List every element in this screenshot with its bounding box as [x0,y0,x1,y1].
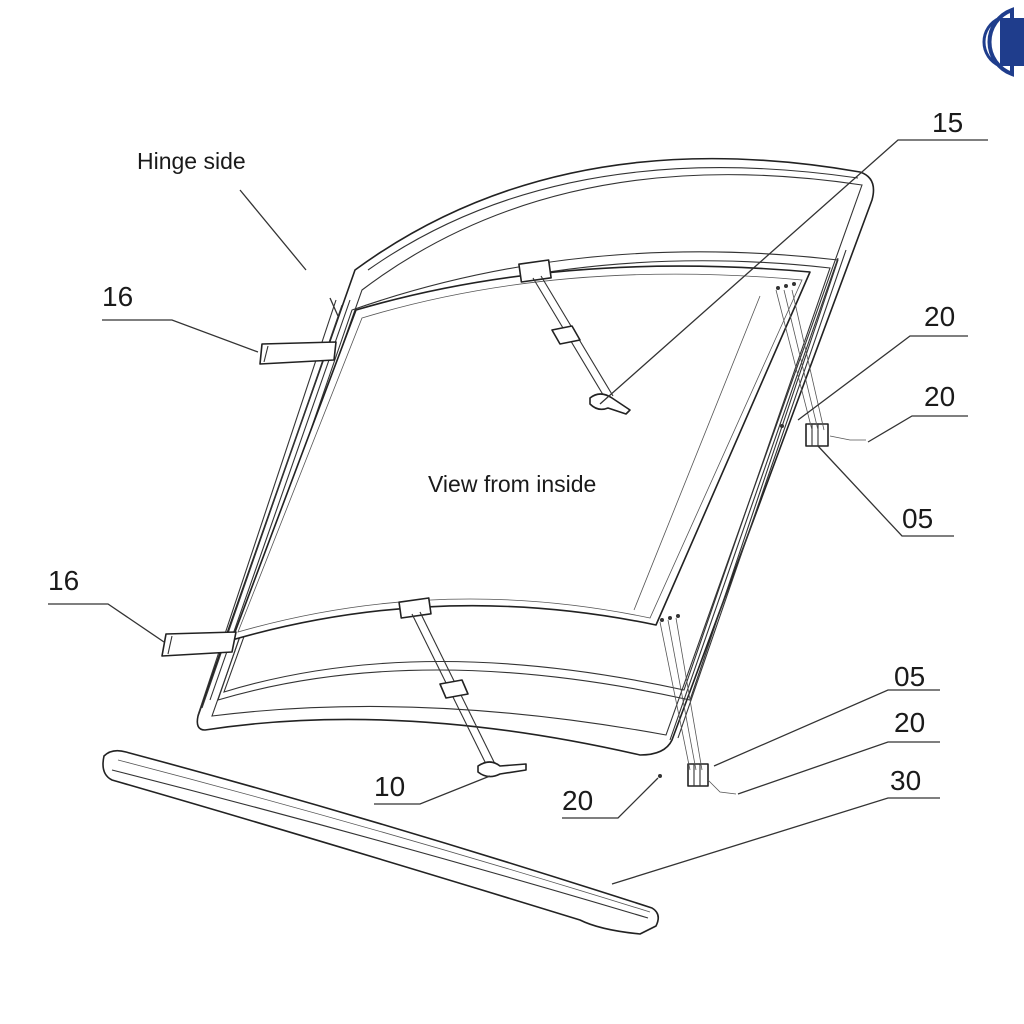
callout-30: 30 [890,765,921,796]
stay-arm-top [518,259,631,415]
stay-arm-bottom [398,597,527,778]
callout-20-c: 20 [894,707,925,738]
leader-lines [48,139,988,885]
callout-16-bottom: 16 [48,565,79,596]
callout-20-a: 20 [924,301,955,332]
lock-bracket-top [775,282,866,447]
window-pane [231,265,811,641]
callout-15: 15 [932,107,963,138]
callout-05-bottom: 05 [894,661,925,692]
callout-20-b: 20 [924,381,955,412]
hinge-strap-top [259,341,337,365]
hinge-side-label: Hinge side [137,148,246,174]
callout-16-top: 16 [102,281,133,312]
view-from-inside-label: View from inside [428,471,596,497]
lock-bracket-bottom [658,614,737,795]
bottom-rail [102,749,660,935]
callout-10: 10 [374,771,405,802]
brand-logo-icon [982,7,1024,77]
hinge-strap-bottom [161,631,237,657]
callout-05-top: 05 [902,503,933,534]
callout-20-d: 20 [562,785,593,816]
